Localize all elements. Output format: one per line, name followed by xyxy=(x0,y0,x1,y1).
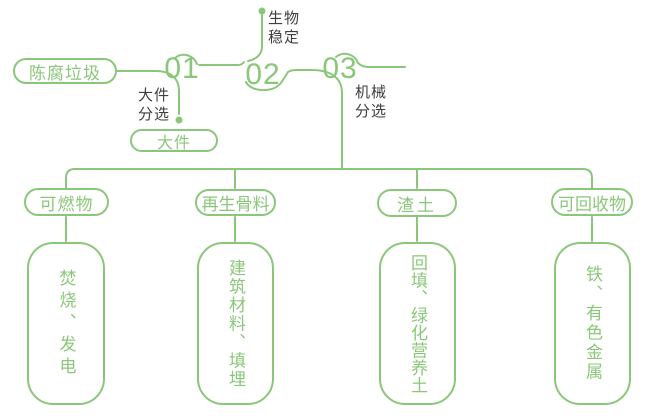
label-mechanical-sorting: 机械 分选 xyxy=(355,84,388,120)
category-label: 可回收物 xyxy=(558,194,626,214)
arc-step1 xyxy=(174,53,198,65)
result-box-building-materials: 建筑材料、填埋 xyxy=(197,242,274,405)
bulky-output-label: 大件 xyxy=(156,134,191,152)
bulky-output-pill: 大件 xyxy=(130,129,218,152)
result-text: 铁、有色金属 xyxy=(583,265,602,382)
source-pill: 陈腐垃圾 xyxy=(13,58,117,84)
step-number-2: 02 xyxy=(245,58,281,91)
line-step3-end xyxy=(357,62,406,68)
result-text: 建筑材料、填埋 xyxy=(226,258,245,389)
line-bio-riser xyxy=(247,14,263,62)
step-number-3: 03 xyxy=(322,52,358,85)
line-step3-riser xyxy=(311,69,343,170)
result-box-metals: 铁、有色金属 xyxy=(554,242,631,405)
result-box-backfill: 回填、绿化营养土 xyxy=(379,242,456,405)
category-label: 可燃物 xyxy=(39,194,94,214)
line-step1-step2 xyxy=(198,61,245,66)
category-label: 再生骨料 xyxy=(201,195,270,214)
branch-bus xyxy=(65,168,593,189)
dot-bulky-sorting xyxy=(175,116,183,124)
line-step2-step3 xyxy=(245,69,313,92)
category-label: 渣土 xyxy=(397,195,437,215)
label-bio-stabilization: 生物 稳定 xyxy=(268,10,301,46)
arc-step3 xyxy=(335,52,359,64)
line-source-to-step1 xyxy=(116,70,180,115)
result-text: 焚烧、发电 xyxy=(56,268,76,379)
result-text: 回填、绿化营养土 xyxy=(408,253,427,394)
category-pill-slag-soil: 渣土 xyxy=(377,189,457,217)
category-pill-combustibles: 可燃物 xyxy=(24,188,109,216)
result-box-incineration: 焚烧、发电 xyxy=(27,242,105,405)
category-pill-recycled-aggregate: 再生骨料 xyxy=(195,189,276,216)
label-bulky-sorting: 大件 分选 xyxy=(138,87,171,123)
step-number-1: 01 xyxy=(164,52,200,85)
source-label: 陈腐垃圾 xyxy=(29,63,101,83)
category-pill-recyclables: 可回收物 xyxy=(551,188,633,216)
dot-bio-stabilization xyxy=(258,7,266,15)
